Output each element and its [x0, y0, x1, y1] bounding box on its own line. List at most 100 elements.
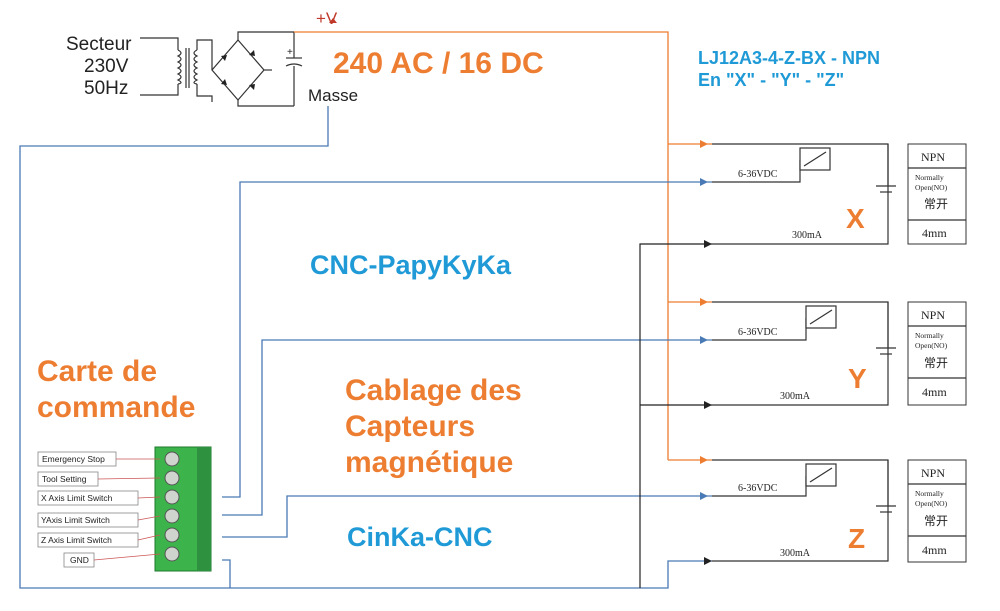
- npn-box-y: [907, 301, 967, 406]
- term-leader-5: [137, 534, 161, 541]
- signal-arrow-y-icon: [700, 336, 708, 344]
- mains-label-line2: 230V: [84, 56, 129, 77]
- relay-diag-z: [809, 467, 833, 483]
- transformer-primary: [176, 49, 182, 85]
- ground-arrow-x-icon: [704, 240, 712, 248]
- cap-plus-icon: +: [287, 47, 293, 58]
- ground-arrow-z-icon: [704, 557, 712, 565]
- wiring-title-line1: Cablage des: [345, 374, 522, 407]
- terminal-side: [197, 447, 211, 571]
- voltage-z: 6-36VDC: [738, 483, 778, 494]
- npn-distance-y: 4mm: [922, 385, 947, 399]
- sensor-frame-x: [712, 143, 889, 245]
- term-leader-4: [137, 515, 161, 521]
- project-title-bottom: CinKa-CNC: [347, 522, 493, 552]
- power-supply: Secteur 230V 50Hz + +V Masse 240 AC / 16…: [66, 9, 669, 460]
- plus-arrow-z-icon: [700, 456, 708, 464]
- current-y: 300mA: [780, 391, 811, 402]
- screw-6-icon: [164, 546, 180, 562]
- npn-type-y: NPN: [921, 308, 945, 322]
- npn-mode1-x: Normally: [915, 173, 944, 182]
- npn-type-z: NPN: [921, 466, 945, 480]
- signal-wire-x: [222, 181, 712, 498]
- signal-arrow-z-icon: [700, 492, 708, 500]
- npn-box-z: [907, 459, 967, 563]
- transformer-secondary: [193, 49, 199, 85]
- mains-label-line1: Secteur: [66, 34, 132, 55]
- npn-chinese-y: 常开: [924, 356, 948, 370]
- bridge-out-plus: [237, 31, 294, 40]
- ground-bus-x: [639, 243, 712, 588]
- relay-diag-x: [803, 151, 827, 167]
- board-title-line2: commande: [37, 391, 195, 424]
- term-label-3: X Axis Limit Switch: [41, 493, 113, 503]
- term-leader-3: [137, 496, 161, 499]
- npn-mode2-x: Open(NO): [915, 183, 948, 192]
- npn-mode2-z: Open(NO): [915, 499, 948, 508]
- term-label-2: Tool Setting: [42, 474, 87, 484]
- npn-chinese-z: 常开: [924, 514, 948, 528]
- signal-arrow-x-icon: [700, 178, 708, 186]
- axis-letter-y: Y: [848, 363, 867, 394]
- mains-label-line3: 50Hz: [84, 78, 128, 99]
- gnd-terminal-wire: [222, 559, 231, 588]
- axis-letter-x: X: [846, 203, 865, 234]
- screw-1-icon: [164, 451, 180, 467]
- npn-type-x: NPN: [921, 150, 945, 164]
- sensor-spec-line1: LJ12A3-4-Z-BX - NPN: [698, 48, 880, 68]
- sensor-spec-line2: En "X" - "Y" - "Z": [698, 70, 844, 90]
- plus-arrow-y-icon: [700, 298, 708, 306]
- term-leader-2: [97, 477, 161, 480]
- cap-plate-2: [285, 63, 303, 67]
- term-label-4: YAxis Limit Switch: [41, 515, 110, 525]
- axis-letter-z: Z: [848, 523, 865, 554]
- bridge-out-minus: [237, 100, 294, 107]
- ground-wire: [19, 106, 712, 589]
- signal-wire-y: [222, 339, 712, 516]
- relay-diag-y: [809, 309, 833, 325]
- ground-label: Masse: [308, 86, 358, 105]
- mains-wire-bottom: [140, 84, 179, 96]
- npn-mode1-y: Normally: [915, 331, 944, 340]
- wiring-title-line2: Capteurs: [345, 410, 475, 443]
- plus-v-arrow-icon: [329, 18, 337, 23]
- board-title-line1: Carte de: [37, 355, 157, 388]
- term-leader-6: [93, 553, 161, 561]
- npn-distance-z: 4mm: [922, 543, 947, 557]
- signal-wire-z: [222, 495, 712, 538]
- npn-box-x: [907, 143, 967, 245]
- bridge-rectifier: [211, 39, 265, 101]
- npn-mode1-z: Normally: [915, 489, 944, 498]
- voltage-x: 6-36VDC: [738, 169, 778, 180]
- term-label-6: GND: [70, 555, 89, 565]
- sensor-y: 6-36VDC 300mA Y NPN Normally Open(NO) 常开…: [700, 298, 967, 409]
- terminal-block: Emergency Stop Tool Setting X Axis Limit…: [37, 446, 212, 572]
- wiring-title-line3: magnétique: [345, 446, 513, 479]
- plus-v-rail: [294, 31, 669, 460]
- screw-5-icon: [164, 527, 180, 543]
- rectifier-diodes-icon: [221, 50, 255, 90]
- secondary-wire-top: [196, 39, 213, 50]
- plus-arrow-x-icon: [700, 140, 708, 148]
- voltage-label: 240 AC / 16 DC: [333, 47, 544, 80]
- current-z: 300mA: [780, 548, 811, 559]
- screw-2-icon: [164, 470, 180, 486]
- npn-distance-x: 4mm: [922, 226, 947, 240]
- screw-3-icon: [164, 489, 180, 505]
- secondary-wire-bottom: [196, 84, 213, 102]
- term-label-5: Z Axis Limit Switch: [41, 535, 112, 545]
- screw-4-icon: [164, 508, 180, 524]
- sensor-z: 6-36VDC 300mA Z NPN Normally Open(NO) 常开…: [700, 456, 967, 565]
- current-x: 300mA: [792, 230, 823, 241]
- plus-v-label: +V: [316, 9, 338, 28]
- term-label-1: Emergency Stop: [42, 454, 105, 464]
- voltage-y: 6-36VDC: [738, 327, 778, 338]
- project-title-top: CNC-PapyKyKa: [310, 250, 512, 280]
- ground-arrow-y-icon: [704, 401, 712, 409]
- sensor-x: 6-36VDC 300mA X NPN Normally Open(NO) 常开…: [700, 140, 967, 248]
- sensor-frame-z: [712, 459, 889, 562]
- mains-wire-top: [140, 37, 179, 50]
- npn-chinese-x: 常开: [924, 197, 948, 211]
